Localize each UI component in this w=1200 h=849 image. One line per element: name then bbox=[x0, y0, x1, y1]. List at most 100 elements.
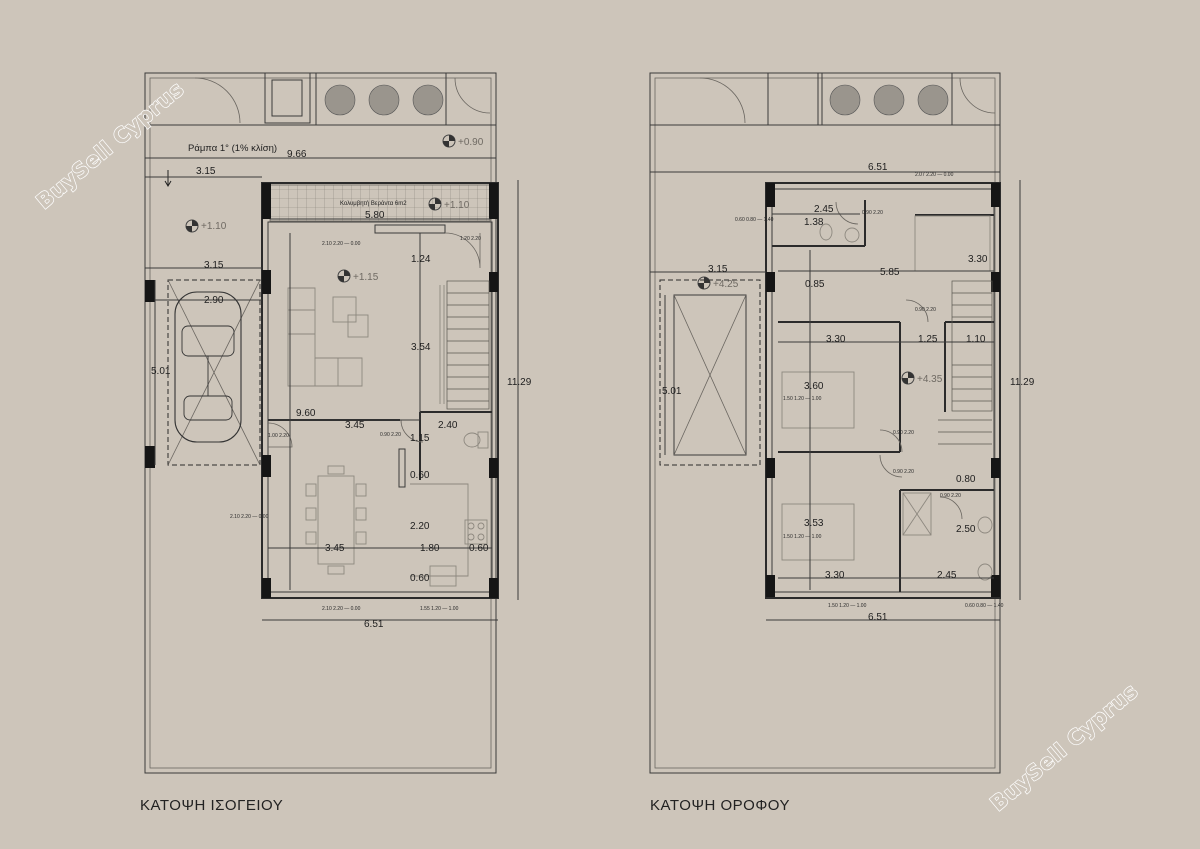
level-label: +1.10 bbox=[444, 200, 470, 211]
dimension-label: 2.40 bbox=[438, 420, 458, 431]
opening-label: 2.10 2.20 — 0.00 bbox=[230, 514, 269, 520]
opening-label: 0.90 2.20 bbox=[940, 493, 961, 499]
ground-house-outline bbox=[261, 182, 499, 599]
dimension-label: 1.80 bbox=[420, 543, 440, 554]
dimension-label: 9.66 bbox=[287, 149, 307, 160]
dimension-label: 2.20 bbox=[410, 521, 430, 532]
ground-entry-box bbox=[264, 72, 311, 124]
dimension-label: 1.24 bbox=[411, 254, 431, 265]
dimension-label: 1.25 bbox=[918, 334, 938, 345]
dimension-label: 3.54 bbox=[411, 342, 431, 353]
dimension-label: 6.51 bbox=[868, 162, 888, 173]
dimension-label: 1.38 bbox=[804, 217, 824, 228]
dimension-label: 1.15 bbox=[410, 433, 430, 444]
dimension-label: 3.45 bbox=[325, 543, 345, 554]
dimension-label: 2.45 bbox=[814, 204, 834, 215]
bathroom-fixtures bbox=[819, 223, 993, 581]
level-marker-icon bbox=[185, 134, 456, 283]
ground-floor-plan: +0.90 +1.10 +1.10 +1.15 Ράμπα 1° (1% κλί… bbox=[140, 72, 532, 814]
first-plot-boundary bbox=[649, 72, 1001, 774]
dimension-label: 3.30 bbox=[968, 254, 988, 265]
ground-parking-bay bbox=[167, 279, 261, 466]
opening-label: 0.90 2.20 bbox=[380, 432, 401, 438]
ground-columns bbox=[145, 183, 498, 598]
level-label: +4.35 bbox=[917, 374, 943, 385]
ground-dining-table bbox=[305, 465, 367, 575]
dimension-label: 9.60 bbox=[296, 408, 316, 419]
ground-sofa bbox=[287, 287, 363, 387]
level-label: +0.90 bbox=[458, 137, 484, 148]
ramp-note: Ράμπα 1° (1% κλίση) bbox=[188, 143, 277, 154]
dimension-label: 11.29 bbox=[1010, 377, 1035, 388]
opening-label: 0.60 0.80 — 1.40 bbox=[965, 603, 1004, 609]
dimension-label: 5.85 bbox=[880, 267, 900, 278]
level-label: +1.10 bbox=[201, 221, 227, 232]
dimension-label: 3.30 bbox=[825, 570, 845, 581]
dimension-label: 6.51 bbox=[868, 612, 888, 623]
opening-label: 0.90 2.20 bbox=[915, 307, 936, 313]
dimension-label: 5.01 bbox=[662, 386, 682, 397]
dimension-label: 0.60 bbox=[469, 543, 489, 554]
watermark-top-left: BuySell Cyprus bbox=[32, 77, 189, 214]
first-balcony-void bbox=[659, 279, 761, 466]
opening-label: 1.50 1.20 — 1.00 bbox=[783, 396, 822, 402]
dimension-label: 5.80 bbox=[365, 210, 385, 221]
level-marker-icon bbox=[697, 276, 915, 385]
dimension-label: 0.85 bbox=[805, 279, 825, 290]
dimension-label: 0.60 bbox=[410, 470, 430, 481]
opening-label: 0.90 2.20 bbox=[893, 430, 914, 436]
first-dimension-lines bbox=[650, 171, 1021, 621]
opening-label: 1.20 2.20 bbox=[460, 236, 481, 242]
ground-staircase bbox=[446, 280, 490, 410]
first-plot-inner bbox=[654, 77, 996, 769]
dimension-label: 5.01 bbox=[151, 366, 171, 377]
dimension-label: 2.90 bbox=[204, 295, 224, 306]
first-floor-title: ΚΑΤΟΨΗ ΟΡΟΦΟΥ bbox=[650, 797, 790, 814]
dimension-label: 6.51 bbox=[364, 619, 384, 630]
opening-label: 1.00 2.20 bbox=[268, 433, 289, 439]
opening-label: 2.10 2.20 — 0.00 bbox=[322, 606, 361, 612]
dimension-label: 1.10 bbox=[966, 334, 986, 345]
ground-veranda bbox=[269, 184, 491, 222]
ground-dimension-lines bbox=[145, 157, 519, 621]
first-staircase bbox=[938, 280, 993, 445]
dimension-label: 3.30 bbox=[826, 334, 846, 345]
dimension-label: 3.60 bbox=[804, 381, 824, 392]
opening-label: 0.60 0.80 — 1.40 bbox=[735, 217, 774, 223]
dimension-label: 11.29 bbox=[507, 377, 532, 388]
opening-label: 1.55 1.20 — 1.00 bbox=[420, 606, 459, 612]
dimension-label: 3.15 bbox=[204, 260, 224, 271]
dimension-label: 3.45 bbox=[345, 420, 365, 431]
opening-label: 0.90 2.20 bbox=[862, 210, 883, 216]
plant-icon bbox=[829, 84, 949, 116]
first-columns bbox=[766, 183, 1000, 597]
pool-note: Κολυμβητή Βεράντα 6m2 bbox=[340, 200, 407, 207]
level-label: +4.25 bbox=[713, 279, 739, 290]
dimension-label: 2.50 bbox=[956, 524, 976, 535]
first-planter bbox=[821, 72, 953, 126]
first-house-outline bbox=[765, 182, 1001, 599]
ground-planter bbox=[315, 72, 447, 126]
ground-kitchen bbox=[410, 431, 489, 587]
ground-plot-inner bbox=[149, 77, 492, 769]
opening-label: 2.10 2.20 — 0.00 bbox=[322, 241, 361, 247]
dimension-label: 0.80 bbox=[956, 474, 976, 485]
dimension-label: 0.60 bbox=[410, 573, 430, 584]
first-floor-plan: +4.25 +4.35 6.51 2.45 1.38 5.85 3.30 3.1… bbox=[649, 72, 1035, 814]
plant-icon bbox=[324, 84, 444, 116]
opening-label: 2.07 2.20 — 0.00 bbox=[915, 172, 954, 178]
opening-label: 0.90 2.20 bbox=[893, 469, 914, 475]
arrow-down-icon bbox=[164, 170, 172, 187]
dimension-label: 3.53 bbox=[804, 518, 824, 529]
car-icon bbox=[174, 291, 242, 443]
ground-floor-title: ΚΑΤΟΨΗ ΙΣΟΓΕΙΟΥ bbox=[140, 797, 283, 814]
opening-label: 1.50 1.20 — 1.00 bbox=[783, 534, 822, 540]
opening-label: 1.50 1.20 — 1.00 bbox=[828, 603, 867, 609]
dimension-label: 3.15 bbox=[708, 264, 728, 275]
watermark-bottom-right: BuySell Cyprus bbox=[986, 679, 1143, 816]
dimension-label: 2.45 bbox=[937, 570, 957, 581]
dimension-label: 3.15 bbox=[196, 166, 216, 177]
ground-coffee-table bbox=[332, 296, 357, 323]
level-label: +1.15 bbox=[353, 272, 379, 283]
